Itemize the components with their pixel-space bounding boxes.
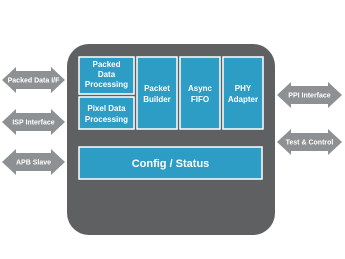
packet-builder-block [136, 56, 178, 130]
test-control-arrow [277, 129, 342, 155]
config-status-block [78, 146, 263, 180]
config-status-label: Config / Status [132, 158, 210, 170]
pixel-line2: Processing [85, 115, 128, 124]
phy-line1: PHY [235, 84, 252, 93]
packed-data-if-arrow [2, 67, 65, 93]
packed-data-processing-block [78, 56, 135, 95]
isp-interface-arrow [2, 109, 65, 135]
packed-line3: Processing [85, 80, 128, 89]
fifo-line1: Async [188, 84, 213, 93]
pixel-line1: Pixel Data [87, 104, 126, 113]
ppi-interface-label: PPI Interface [288, 93, 331, 100]
fifo-line2: FIFO [191, 95, 209, 104]
ppi-interface-arrow [277, 82, 342, 108]
apb-slave-label: APB Slave [16, 160, 51, 167]
packed-line2: Data [98, 70, 116, 79]
phy-line2: Adapter [228, 95, 258, 104]
async-fifo-block [179, 56, 221, 130]
isp-interface-label: ISP Interface [12, 120, 54, 127]
phy-adapter-block [222, 56, 264, 130]
packet-line2: Builder [143, 95, 171, 104]
test-control-label: Test & Control [286, 140, 334, 147]
packet-line1: Packet [144, 84, 170, 93]
pixel-data-processing-block [78, 96, 135, 130]
packed-line1: Packed [92, 60, 120, 69]
apb-slave-arrow [2, 149, 65, 175]
packed-data-if-label: Packed Data I/F [8, 78, 60, 85]
